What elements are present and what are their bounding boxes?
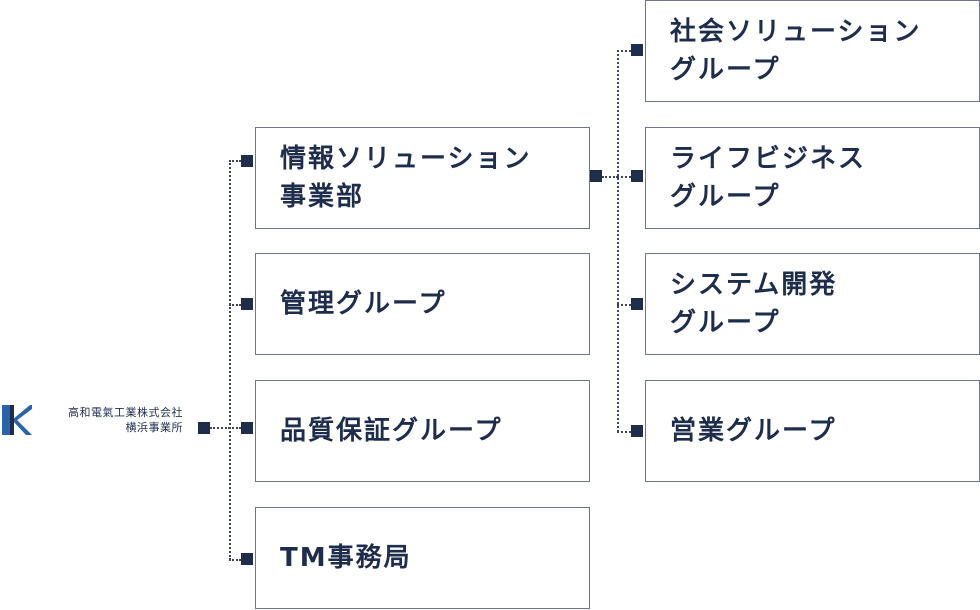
company-root: 高和電氣工業株式会社 横浜事業所 bbox=[0, 403, 190, 437]
dept-box-quality-assurance: 品質保証グループ bbox=[255, 380, 590, 482]
dept-node-1 bbox=[241, 155, 253, 167]
company-logo-icon bbox=[0, 403, 34, 437]
connector-group-2 bbox=[617, 176, 631, 178]
connector-dept-1 bbox=[229, 160, 241, 162]
company-office: 横浜事業所 bbox=[125, 421, 183, 434]
connector-group-4 bbox=[617, 431, 631, 433]
dept-box-tm-office: TM事務局 bbox=[255, 507, 590, 609]
info-solutions-connector-node bbox=[590, 170, 602, 182]
company-name: 高和電氣工業株式会社 bbox=[68, 406, 183, 419]
dept-node-2 bbox=[241, 298, 253, 310]
group-node-3 bbox=[631, 298, 643, 310]
group-node-4 bbox=[631, 425, 643, 437]
dept-node-4 bbox=[241, 553, 253, 565]
dept-label: 管理グループ bbox=[280, 289, 447, 319]
connector-info-to-trunk bbox=[602, 176, 618, 178]
group-box-social-solutions: 社会ソリューション グループ bbox=[645, 0, 980, 102]
connector-trunk-level1 bbox=[229, 160, 231, 560]
group-node-2 bbox=[631, 170, 643, 182]
dept-box-info-solutions: 情報ソリューション 事業部 bbox=[255, 127, 590, 229]
group-box-life-business: ライフビジネス グループ bbox=[645, 127, 980, 229]
dept-label: TM事務局 bbox=[280, 543, 412, 573]
connector-dept-2 bbox=[229, 304, 241, 306]
group-node-1 bbox=[631, 44, 643, 56]
group-label: 社会ソリューション グループ bbox=[670, 17, 922, 85]
connector-trunk-level2 bbox=[617, 50, 619, 432]
dept-label: 情報ソリューション 事業部 bbox=[280, 144, 532, 212]
dept-label: 品質保証グループ bbox=[280, 416, 503, 446]
connector-dept-4 bbox=[229, 559, 241, 561]
connector-group-3 bbox=[617, 304, 631, 306]
connector-dept-3 bbox=[229, 427, 241, 429]
group-label: ライフビジネス グループ bbox=[670, 144, 867, 212]
dept-box-management: 管理グループ bbox=[255, 253, 590, 355]
group-box-system-development: システム開発 グループ bbox=[645, 253, 980, 355]
connector-group-1 bbox=[617, 50, 631, 52]
dept-node-3 bbox=[241, 422, 253, 434]
group-label: 営業グループ bbox=[670, 416, 837, 446]
group-label: システム開発 グループ bbox=[670, 270, 838, 338]
company-connector-node bbox=[198, 422, 210, 434]
group-box-sales: 営業グループ bbox=[645, 380, 980, 482]
connector-root-to-trunk bbox=[210, 427, 230, 429]
